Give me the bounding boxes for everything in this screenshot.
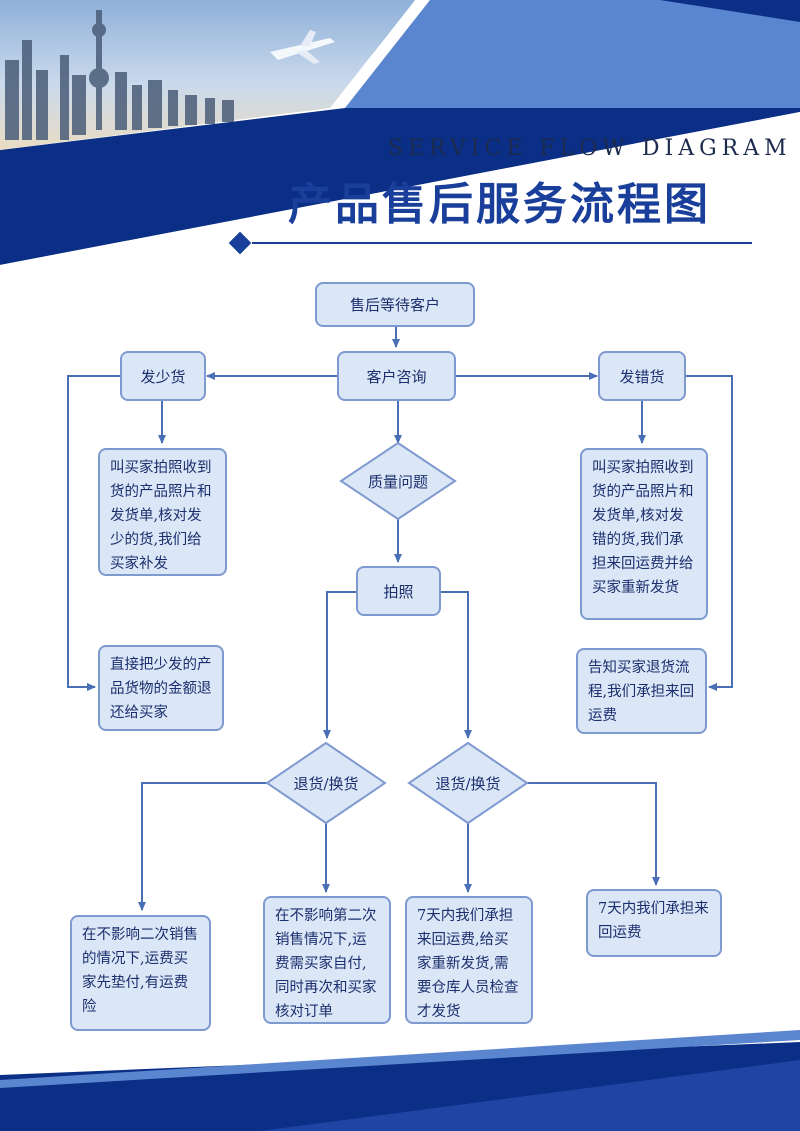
node-out4: 7天内我们承担来回运费 <box>586 889 722 957</box>
node-wrong: 发错货 <box>598 351 686 401</box>
node-consult: 客户咨询 <box>337 351 456 401</box>
node-wrong-step2: 告知买家退货流程,我们承担来回运费 <box>576 648 707 734</box>
header-subtitle: SERVICE FLOW DIAGRAM <box>388 136 792 161</box>
node-photo: 拍照 <box>356 566 441 616</box>
page-title: 产品售后服务流程图 <box>288 179 711 230</box>
decision-quality <box>339 441 457 521</box>
top-light-band <box>345 0 800 108</box>
arrow-wrong-step2 <box>686 375 733 691</box>
arrow-return-out4 <box>526 782 660 886</box>
top-white-stripe <box>330 0 430 108</box>
node-out2: 在不影响第二次销售情况下,运费需买家自付,同时再次和买家核对订单 <box>263 896 391 1024</box>
decision-return-right <box>407 741 529 825</box>
bottom-light-stripe <box>0 1030 800 1088</box>
arrow-return-out1 <box>138 782 270 911</box>
node-out3: 7天内我们承担来回运费,给买家重新发货,需要仓库人员检查才发货 <box>405 896 533 1024</box>
node-short-step2: 直接把少发的产品货物的金额退还给买家 <box>98 645 224 731</box>
decision-return-left-label: 退货/换货 <box>293 775 359 793</box>
decision-quality-label: 质量问题 <box>367 473 428 491</box>
arrow-photo-return-right <box>441 591 472 739</box>
node-out1: 在不影响二次销售的情况下,运费买家先垫付,有运费险 <box>70 915 211 1031</box>
top-dark-band <box>0 108 800 265</box>
node-short-step1: 叫买家拍照收到货的产品照片和发货单,核对发少的货,我们给买家补发 <box>98 448 227 576</box>
decision-return-right-label: 退货/换货 <box>435 775 501 793</box>
skyline-buildings <box>5 10 234 140</box>
arrow-photo-return-left <box>323 591 356 739</box>
airplane-icon <box>270 30 335 64</box>
node-short: 发少货 <box>120 351 206 401</box>
arrow-short-step2 <box>67 375 120 691</box>
node-start: 售后等待客户 <box>315 282 475 327</box>
bottom-mid-band <box>260 1060 800 1131</box>
decision-return-left <box>265 741 387 825</box>
top-right-corner <box>660 0 800 22</box>
connectors <box>67 327 733 911</box>
node-wrong-step1: 叫买家拍照收到货的产品照片和发货单,核对发错的货,我们承担来回运费并给买家重新发… <box>580 448 708 620</box>
